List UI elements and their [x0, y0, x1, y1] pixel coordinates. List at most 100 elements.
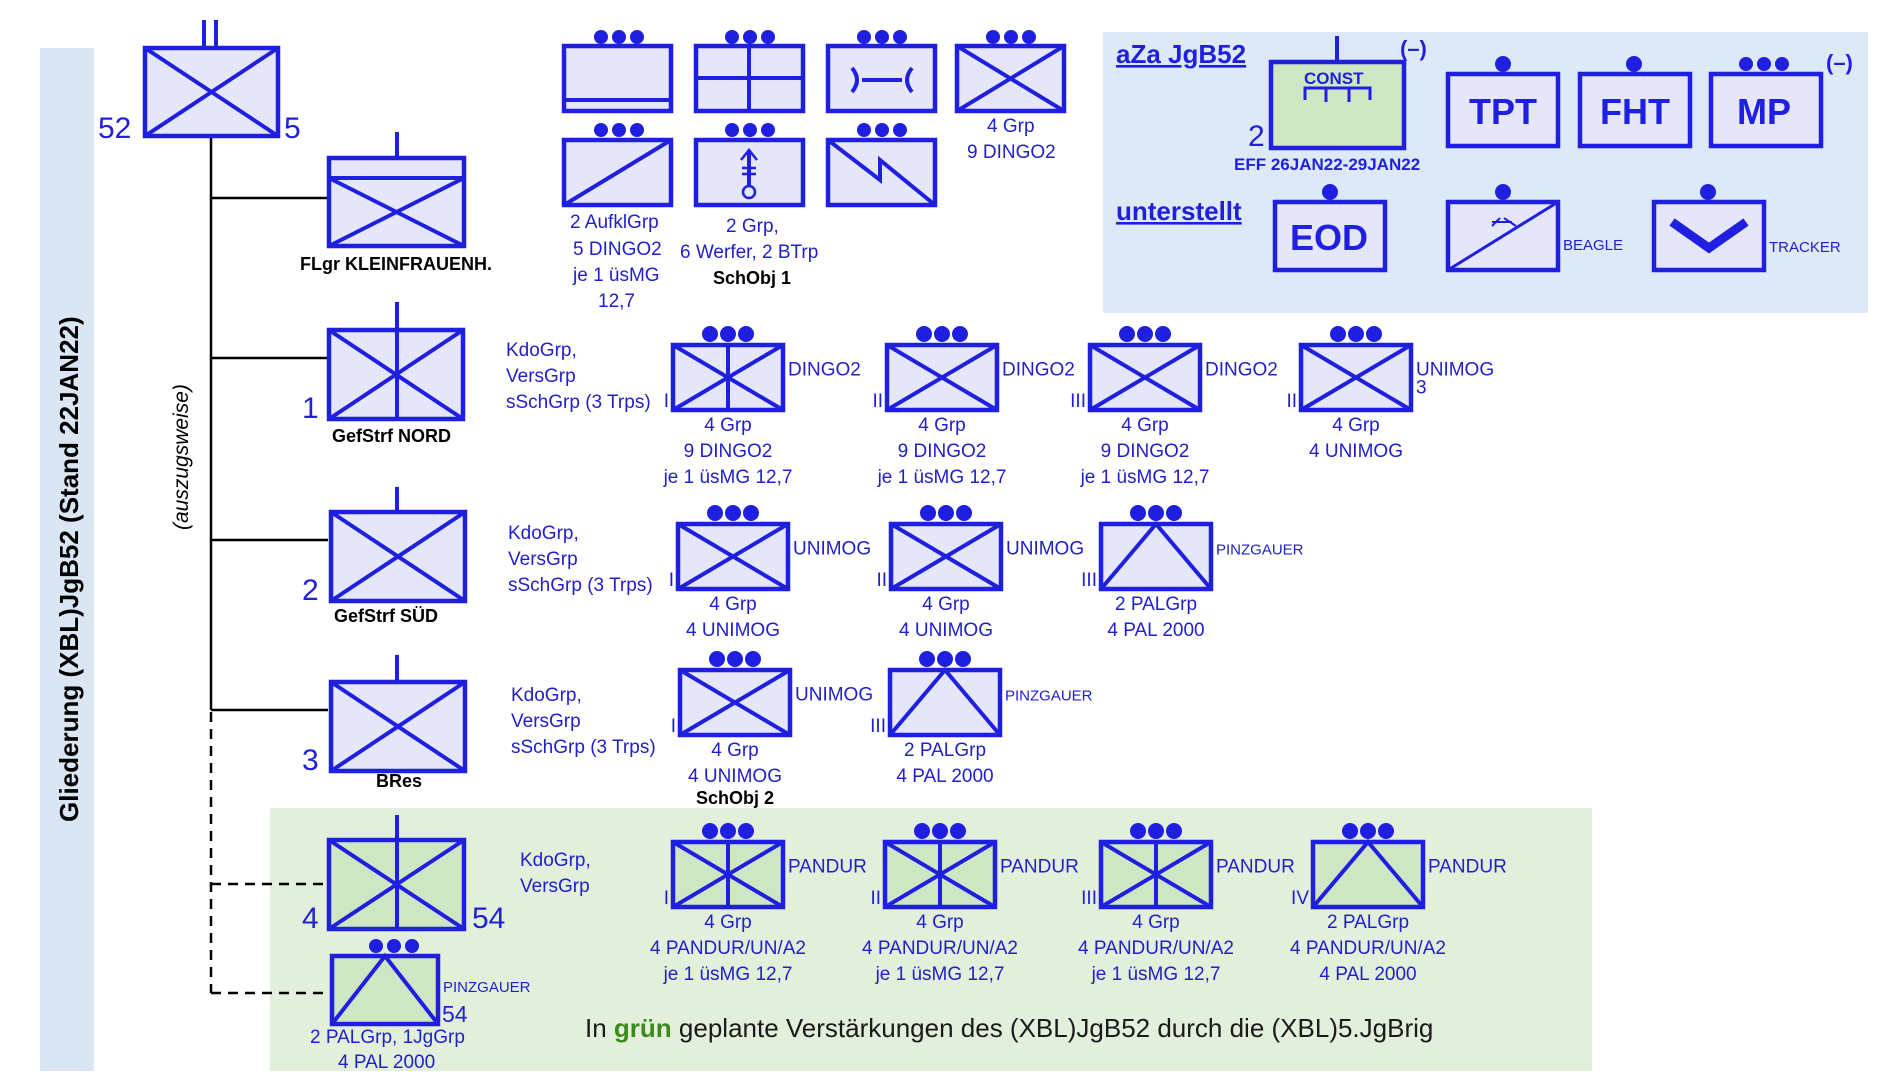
hq-right-number: 5	[284, 112, 301, 145]
sued-vehicle-3: PINZGAUER	[1216, 542, 1304, 559]
fht-label: FHT	[1600, 91, 1670, 132]
green-detail-3-2: 4 PANDUR/UN/A2	[1078, 938, 1234, 959]
nord-vehicle-1: DINGO2	[788, 360, 861, 381]
green-platoon-4: IV PANDUR 2 PALGrp 4 PANDUR/UN/A2 4 PAL 2000	[1290, 823, 1507, 985]
green-detail-1-1: 4 Grp	[704, 912, 752, 933]
mortar-line1: 2 Grp,	[726, 216, 779, 237]
nord-detail-4-1: 4 Grp	[1332, 415, 1380, 436]
schobj1-label: SchObj 1	[713, 268, 791, 288]
nord-vehicle-count-4: 3	[1416, 378, 1427, 399]
signal-unit-icon	[825, 123, 938, 208]
bres-vehicle-2: PINZGAUER	[1005, 688, 1093, 705]
green-vehicle-4: PANDUR	[1428, 857, 1507, 878]
recon-line3: je 1 üsMG	[572, 265, 660, 286]
beagle-unit-icon	[1445, 184, 1561, 273]
planned-pal-line1: 2 PALGrp, 1JgGrp	[310, 1027, 465, 1048]
bres-detail-1-1: 4 Grp	[711, 740, 759, 761]
green-detail-2-1: 4 Grp	[916, 912, 964, 933]
nord-detail-2-1: 4 Grp	[918, 415, 966, 436]
green-word: grün	[614, 1013, 672, 1043]
recon-line2: 5 DINGO2	[573, 239, 662, 260]
green-detail-4-3: 4 PAL 2000	[1319, 964, 1416, 985]
green-detail-2-3: je 1 üsMG 12,7	[875, 964, 1005, 985]
bres-detail-1-2: 4 UNIMOG	[688, 766, 782, 787]
green-footnote: In grün geplante Verstärkungen des (XBL)…	[585, 1013, 1433, 1043]
sued-company-symbol	[328, 487, 468, 604]
bres-kdo-3: sSchGrp (3 Trps)	[511, 737, 656, 758]
fht-unit-icon	[1577, 56, 1693, 149]
sued-vehicle-2: UNIMOG	[1006, 539, 1084, 560]
bres-vehicle-1: UNIMOG	[795, 685, 873, 706]
sued-kdo-3: sSchGrp (3 Trps)	[508, 575, 653, 596]
tracker-label: TRACKER	[1769, 239, 1841, 256]
sued-detail-3-1: 2 PALGrp	[1115, 594, 1197, 615]
const-unit-icon	[1268, 36, 1407, 151]
const-number: 2	[1248, 120, 1265, 153]
planned-pal-number: 54	[442, 1001, 468, 1027]
sued-detail-1-2: 4 UNIMOG	[686, 620, 780, 641]
flgr-name: FLgr KLEINFRAUENH.	[300, 254, 492, 274]
sued-name: GefStrf SÜD	[334, 606, 438, 626]
beagle-label: BEAGLE	[1563, 237, 1623, 254]
tpt-unit-icon	[1445, 56, 1561, 149]
planned-pal-line2: 4 PAL 2000	[338, 1052, 435, 1071]
tpt-label: TPT	[1469, 91, 1537, 132]
mp-unit-icon	[1708, 57, 1824, 149]
bres-detail-2-2: 4 PAL 2000	[896, 766, 993, 787]
green-vehicle-3: PANDUR	[1216, 857, 1295, 878]
bres-detail-2-1: 2 PALGrp	[904, 740, 986, 761]
nord-vehicle-3: DINGO2	[1205, 360, 1278, 381]
surveillance-unit-icon	[561, 30, 674, 114]
nord-vehicle-2: DINGO2	[1002, 360, 1075, 381]
sidebar-panel	[40, 48, 94, 1071]
green-detail-3-3: je 1 üsMG 12,7	[1091, 964, 1221, 985]
eff-date: EFF 26JAN22-29JAN22	[1234, 155, 1420, 174]
sued-detail-3-2: 4 PAL 2000	[1107, 620, 1204, 641]
sued-platoon-3: III PINZGAUER 2 PALGrp 4 PAL 2000	[1081, 505, 1304, 641]
flgr-sub4-line2: 9 DINGO2	[967, 142, 1056, 163]
sued-kdo-1: KdoGrp,	[508, 523, 579, 544]
sued-roman-3: III	[1081, 570, 1097, 591]
nord-detail-1-3: je 1 üsMG 12,7	[663, 467, 793, 488]
green-roman-1: I	[664, 888, 669, 909]
nord-detail-1-2: 9 DINGO2	[684, 441, 773, 462]
nord-kdo-3: sSchGrp (3 Trps)	[506, 392, 651, 413]
sued-roman-2: II	[876, 570, 887, 591]
sued-detail-1-1: 4 Grp	[709, 594, 757, 615]
green-vehicle-2: PANDUR	[1000, 857, 1079, 878]
nord-roman-2: II	[872, 391, 883, 412]
nord-kdo-2: VersGrp	[506, 366, 576, 387]
nord-kdo-1: KdoGrp,	[506, 340, 577, 361]
nord-detail-1-1: 4 Grp	[704, 415, 752, 436]
sued-detail-2-2: 4 UNIMOG	[899, 620, 993, 641]
green-detail-2-2: 4 PANDUR/UN/A2	[862, 938, 1018, 959]
aza-minus: (–)	[1400, 36, 1427, 61]
eod-label: EOD	[1290, 217, 1368, 258]
nord-number: 1	[302, 392, 319, 425]
planned-company-symbol	[326, 815, 467, 932]
green-roman-4: IV	[1291, 888, 1309, 909]
green-detail-3-1: 4 Grp	[1132, 912, 1180, 933]
planned-pal-symbol	[329, 939, 441, 1027]
unterstellt-title: unterstellt	[1116, 196, 1242, 226]
aza-title: aZa JgB52	[1116, 39, 1246, 69]
green-detail-4-1: 2 PALGrp	[1327, 912, 1409, 933]
mortar-line2: 6 Werfer, 2 BTrp	[680, 242, 818, 263]
bres-company-symbol	[328, 655, 468, 774]
bres-extra-1: SchObj 2	[696, 788, 774, 808]
green-detail-4-2: 4 PANDUR/UN/A2	[1290, 938, 1446, 959]
tracker-unit-icon	[1651, 184, 1767, 273]
bres-kdo-1: KdoGrp,	[511, 685, 582, 706]
mortar-unit-icon	[693, 123, 806, 208]
green-roman-3: III	[1081, 888, 1097, 909]
hq-left-number: 52	[98, 112, 131, 145]
nord-detail-3-2: 9 DINGO2	[1101, 441, 1190, 462]
